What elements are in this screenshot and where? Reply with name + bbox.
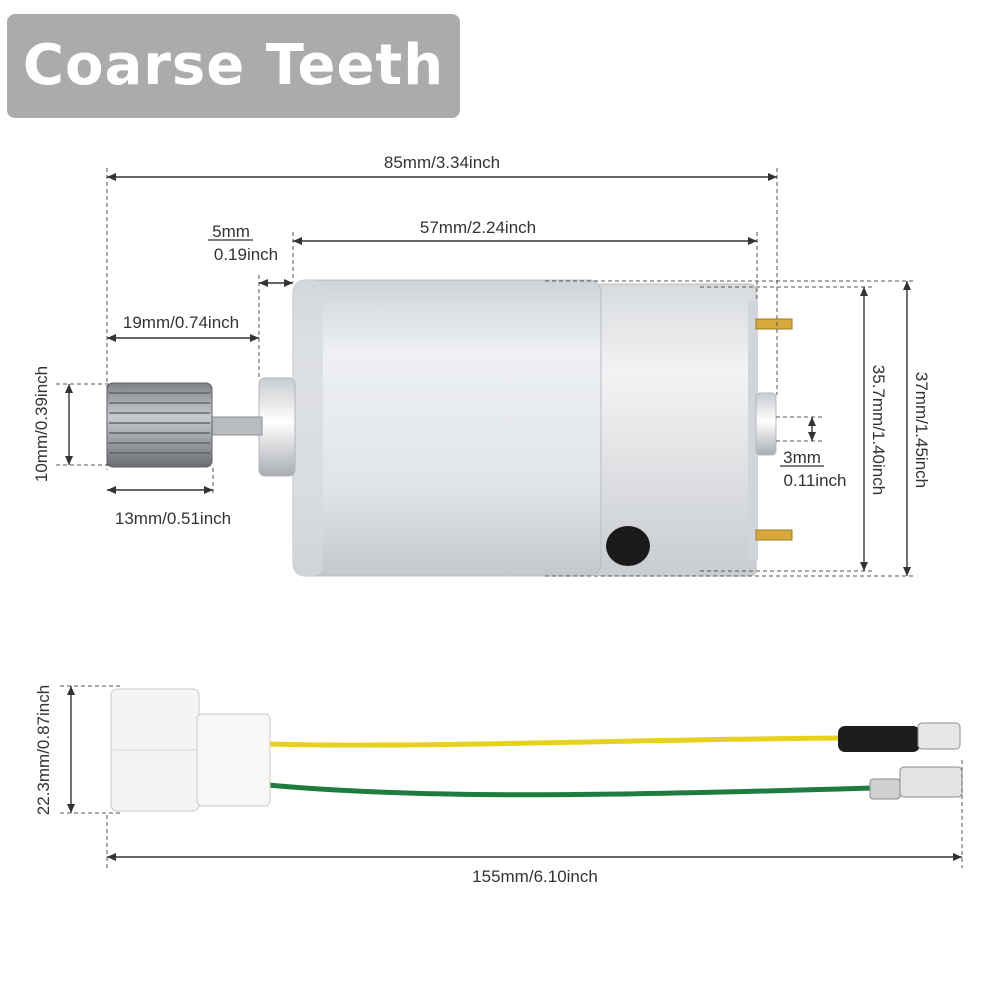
title-badge: Coarse Teeth: [7, 14, 460, 118]
insulated-terminal: [838, 726, 920, 752]
label-body-diameter: 35.7mm/1.40inch: [869, 365, 888, 495]
label-gear-length: 13mm/0.51inch: [115, 509, 231, 528]
label-rear-boss-inch: 0.11inch: [783, 471, 846, 490]
wire-harness: [110, 688, 963, 812]
label-boss-length-inch: 0.19inch: [214, 245, 278, 264]
bare-terminal-crimp: [869, 778, 901, 800]
label-rear-boss-mm: 3mm: [783, 448, 821, 467]
rear-boss: [755, 392, 777, 456]
pinion-gear: [106, 382, 213, 468]
front-boss: [258, 377, 296, 477]
motor-shaft: [209, 416, 263, 436]
motor-end-cap-rim: [748, 300, 758, 560]
label-harness-length: 155mm/6.10inch: [472, 867, 598, 886]
bare-terminal-tip: [899, 766, 963, 798]
label-overall-height: 37mm/1.45inch: [912, 372, 931, 488]
label-boss-length-mm: 5mm: [212, 222, 250, 241]
label-body-length: 57mm/2.24inch: [420, 218, 536, 237]
green-wire: [267, 782, 873, 798]
yellow-wire: [267, 735, 843, 748]
vent-hole: [606, 526, 650, 566]
motor-can-edge: [293, 280, 323, 576]
label-shaft-length: 19mm/0.74inch: [123, 313, 239, 332]
dc-motor: [106, 279, 793, 577]
terminal-bottom: [755, 529, 793, 541]
gear-teeth: [109, 392, 210, 454]
motor-can: [292, 279, 602, 577]
terminal-top: [755, 318, 793, 330]
label-connector-height: 22.3mm/0.87inch: [34, 685, 53, 815]
insulated-terminal-tip: [917, 722, 961, 750]
title-badge-text: Coarse Teeth: [22, 33, 445, 98]
label-gear-diameter: 10mm/0.39inch: [32, 366, 51, 482]
label-overall-length: 85mm/3.34inch: [384, 153, 500, 172]
connector-plug: [196, 713, 271, 807]
